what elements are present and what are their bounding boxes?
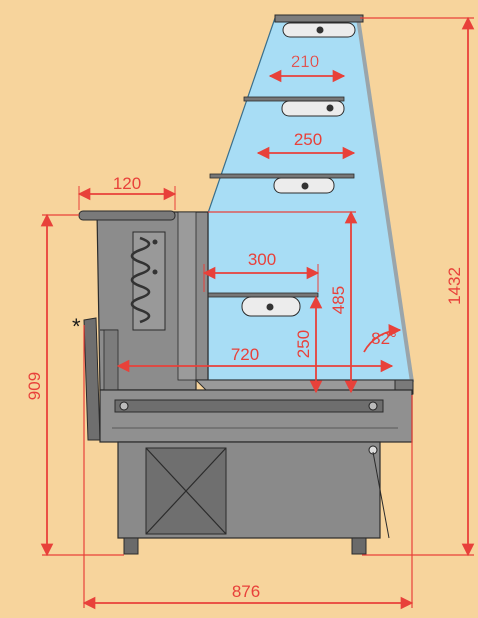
shelf-top-lamp-icon: [326, 104, 334, 112]
shelf-top-lamp: [281, 100, 345, 117]
dim-label-shelf-top: 210: [291, 52, 319, 71]
top-canopy: [274, 14, 364, 23]
dim-label-shelf-height-low: 250: [294, 330, 313, 358]
compressor-cross-2: [145, 447, 227, 535]
shelf-bottom-lamp-icon: [266, 303, 274, 311]
rail-bolt-right: [368, 401, 378, 411]
foot-right: [351, 537, 367, 555]
dim-label-deck-depth: 720: [231, 345, 259, 364]
counter-body: [99, 389, 413, 443]
service-door: [83, 317, 101, 441]
counter-rail: [114, 399, 384, 413]
glass-display-area: [207, 17, 413, 381]
service-door-panel: [103, 329, 119, 391]
shelf-bottom: [203, 292, 319, 298]
dim-label-total-height: 1432: [445, 267, 464, 305]
dim-label-shelf-bottom: 300: [248, 250, 276, 269]
drain-pipe: [372, 451, 390, 539]
dim-label-top-shelf-depth: 120: [113, 174, 141, 193]
dim-label-counter-height: 909: [25, 372, 44, 400]
rear-top-shelf: [78, 210, 176, 221]
shelf-middle-lamp-icon: [301, 182, 309, 190]
asterisk-note: *: [72, 314, 81, 339]
dimension-lines: [40, 16, 475, 610]
front-glass-pane: [356, 17, 414, 383]
dim-label-shelf-height-high: 485: [329, 286, 348, 314]
dim-label-shelf-middle: 250: [294, 130, 322, 149]
foot-left: [123, 537, 139, 555]
shelf-middle: [209, 173, 355, 179]
dim-label-angle: 82°: [371, 329, 397, 348]
shelf-top: [243, 96, 345, 102]
rear-inner-panel: [177, 211, 197, 381]
dim-label-total-depth: 876: [232, 582, 260, 601]
rail-bolt-left: [119, 401, 129, 411]
canopy-lamp-icon: [316, 26, 324, 34]
coil-wave: [130, 236, 151, 324]
coil-fan: [152, 239, 158, 245]
coil-sensor: [152, 269, 158, 275]
